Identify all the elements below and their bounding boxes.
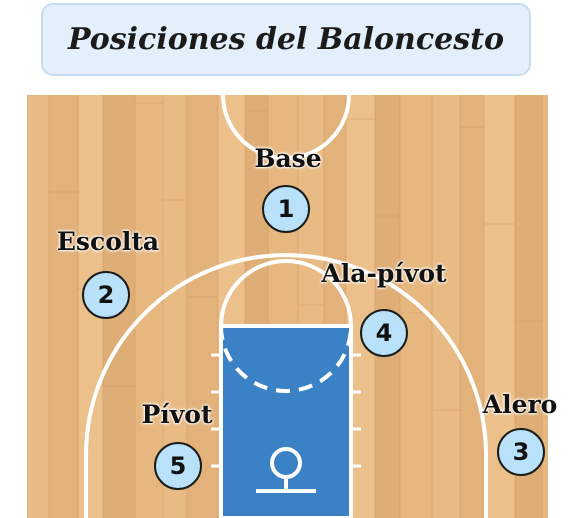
position-marker-5: 5 — [154, 442, 202, 490]
position-marker-3: 3 — [497, 428, 545, 476]
position-label-escolta: Escolta — [56, 227, 160, 256]
center-circle-arc — [221, 95, 351, 160]
three-point-line — [84, 253, 488, 518]
position-label-base: Base — [254, 144, 322, 173]
free-throw-dashed-arc — [219, 325, 353, 393]
lane-hash-marks — [211, 353, 361, 468]
position-marker-1: 1 — [262, 185, 310, 233]
position-label-pivot: Pívot — [141, 400, 213, 429]
page-title: Posiciones del Baloncesto — [68, 22, 504, 57]
position-label-alero: Alero — [482, 390, 558, 419]
position-marker-2: 2 — [82, 271, 130, 319]
free-throw-arc — [219, 259, 353, 327]
position-label-ala-pivot: Ala-pívot — [321, 259, 447, 288]
position-marker-4: 4 — [360, 309, 408, 357]
title-box: Posiciones del Baloncesto — [41, 3, 531, 76]
